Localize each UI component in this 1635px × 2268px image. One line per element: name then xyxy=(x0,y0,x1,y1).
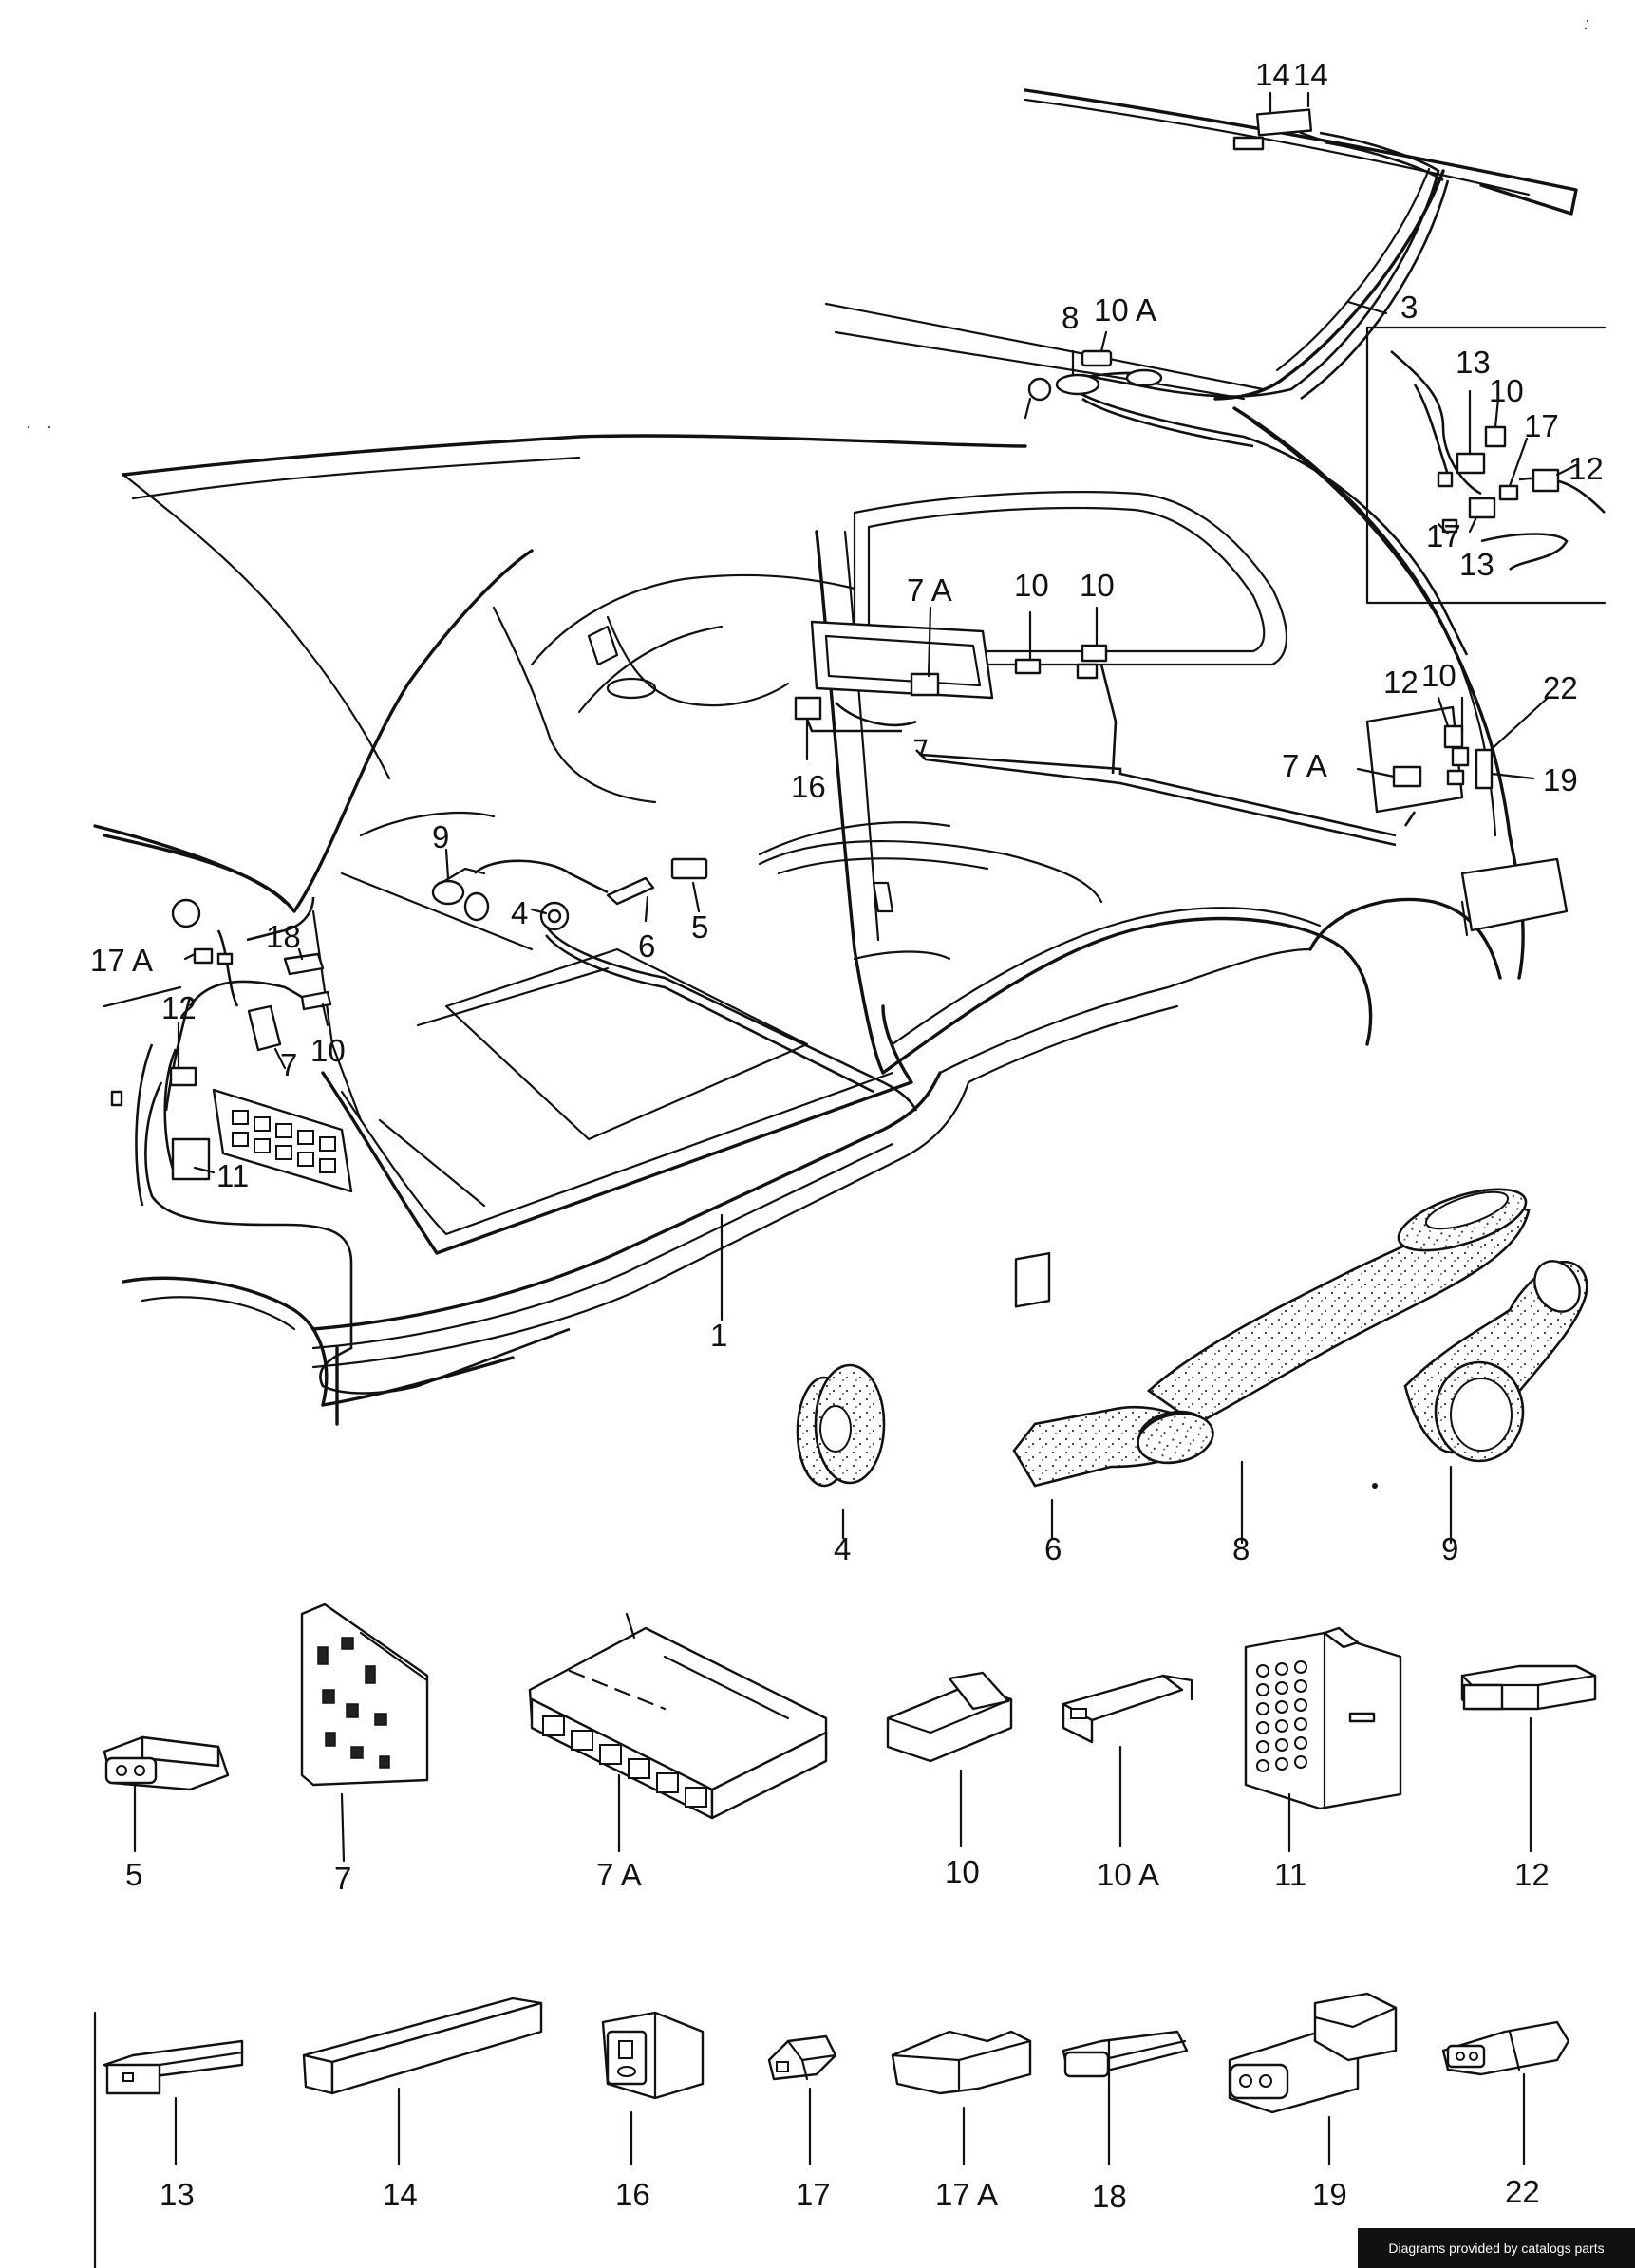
callout-7a: 7 A xyxy=(1282,748,1327,783)
part-label-14: 14 xyxy=(383,2177,418,2212)
part-label-17a: 17 A xyxy=(935,2177,999,2212)
part-label-17: 17 xyxy=(796,2177,831,2212)
part-10a-connector xyxy=(1062,1674,1193,1848)
part-17-connector xyxy=(767,2034,837,2166)
callout-19: 19 xyxy=(1543,762,1578,797)
part-label-18: 18 xyxy=(1092,2179,1127,2214)
part-label-7a: 7 A xyxy=(596,1857,642,1892)
callout-22: 22 xyxy=(1543,670,1578,705)
callout-17a: 17 A xyxy=(90,943,154,978)
part-label-9: 9 xyxy=(1441,1531,1459,1566)
part-9-boot xyxy=(1372,1260,1588,1545)
part-8-tube xyxy=(1137,1188,1531,1545)
part-12-connector xyxy=(1460,1664,1597,1853)
part-label-16: 16 xyxy=(615,2177,650,2212)
part-7a-fuse-box xyxy=(528,1612,828,1853)
callout-6: 6 xyxy=(638,928,656,964)
inset-callout-17: 17 xyxy=(1524,408,1559,443)
callout-12: 12 xyxy=(1383,665,1419,700)
callout-10: 10 xyxy=(310,1033,346,1068)
part-22-connector xyxy=(1441,2020,1570,2166)
callout-7a: 7 A xyxy=(907,572,952,608)
part-7-relay-plate xyxy=(300,1603,429,1863)
part-label-10a: 10 A xyxy=(1097,1857,1160,1892)
callout-7: 7 xyxy=(280,1047,298,1082)
callout-10: 10 xyxy=(1421,658,1456,693)
installed-parts xyxy=(110,108,1494,1193)
part-label-10: 10 xyxy=(945,1854,980,1889)
part-19-connector xyxy=(1228,1992,1398,2166)
callout-3: 3 xyxy=(1400,290,1419,325)
leader-lines xyxy=(103,91,1578,1321)
part-label-6: 6 xyxy=(1044,1531,1062,1566)
part-label-19: 19 xyxy=(1312,2177,1347,2212)
callout-16: 16 xyxy=(791,769,826,804)
part-label-7: 7 xyxy=(334,1861,352,1896)
inset-callout-13: 13 xyxy=(1456,345,1491,380)
inset-callout-13: 13 xyxy=(1459,547,1494,582)
callout-12: 12 xyxy=(161,990,197,1025)
part-label-13: 13 xyxy=(160,2177,195,2212)
inset-callout-17: 17 xyxy=(1426,518,1461,553)
credit-banner: Diagrams provided by catalogs parts xyxy=(1358,2228,1635,2268)
part-16-connector xyxy=(601,2011,705,2166)
part-label-22: 22 xyxy=(1505,2174,1540,2209)
part-label-11: 11 xyxy=(1274,1857,1307,1892)
callout-10: 10 xyxy=(1014,568,1049,603)
part-label-8: 8 xyxy=(1232,1531,1250,1566)
callout-10a: 10 A xyxy=(1094,292,1157,328)
callout-5: 5 xyxy=(691,909,709,945)
callout-9: 9 xyxy=(432,819,450,854)
callout-8: 8 xyxy=(1062,300,1080,335)
part-18-connector xyxy=(1062,2030,1189,2166)
harness-routes xyxy=(135,131,1469,1395)
part-14-channel xyxy=(302,1996,543,2166)
part-17a-connector xyxy=(891,2030,1032,2166)
callout-11: 11 xyxy=(216,1158,250,1193)
part-label-12: 12 xyxy=(1514,1857,1550,1892)
car-body-outline xyxy=(93,88,1578,1426)
part-5-connector xyxy=(103,1735,230,1853)
callout-10: 10 xyxy=(1080,568,1115,603)
part-label-5: 5 xyxy=(125,1857,143,1892)
part-11-connector xyxy=(1244,1626,1402,1853)
part-label-4: 4 xyxy=(834,1531,852,1566)
inset-callout-10: 10 xyxy=(1489,373,1524,408)
part-10-connector xyxy=(886,1671,1013,1848)
part-13-connector xyxy=(103,2039,244,2166)
callout-14: 14 xyxy=(1293,57,1328,92)
part-4-grommet xyxy=(796,1363,886,1540)
callout-14: 14 xyxy=(1255,57,1290,92)
callout-1: 1 xyxy=(710,1318,728,1353)
callout-18: 18 xyxy=(266,919,301,954)
callout-4: 4 xyxy=(511,895,529,930)
inset-callout-12: 12 xyxy=(1569,451,1604,486)
